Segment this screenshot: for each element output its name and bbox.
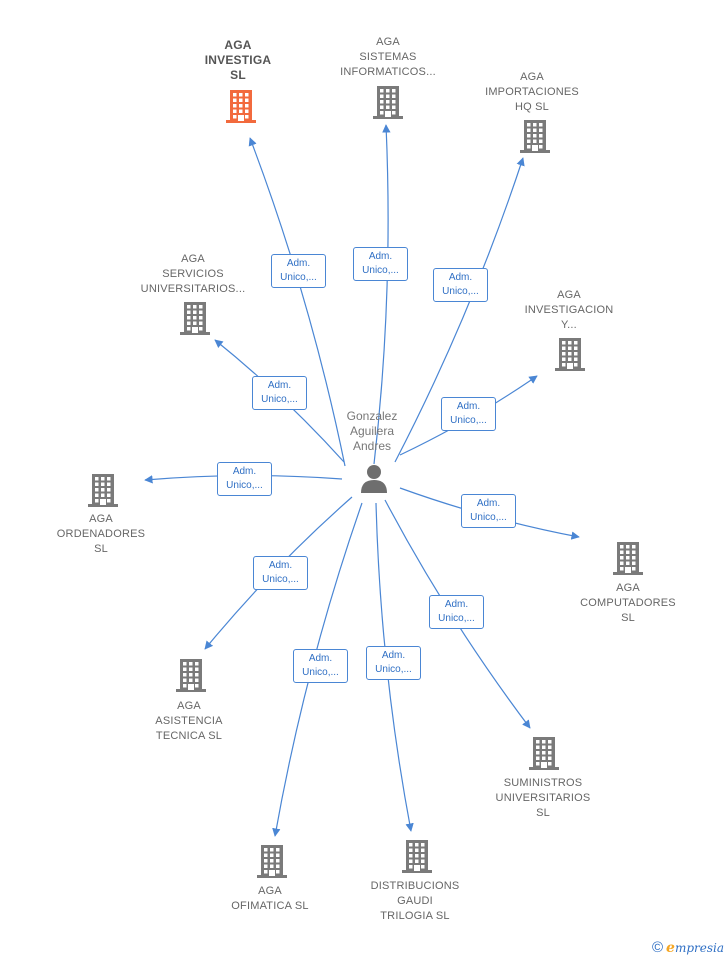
relation-label[interactable]: Adm.Unico,... — [433, 268, 488, 302]
building-icon[interactable] — [527, 735, 561, 771]
building-icon[interactable] — [371, 84, 405, 120]
footer-brand[interactable]: ©empresia — [651, 939, 724, 956]
relation-label[interactable]: Adm.Unico,... — [441, 397, 496, 431]
relation-label[interactable]: Adm.Unico,... — [429, 595, 484, 629]
relation-label[interactable]: Adm.Unico,... — [217, 462, 272, 496]
building-icon[interactable] — [611, 540, 645, 576]
relation-edge — [248, 137, 346, 467]
building-icon[interactable] — [224, 88, 258, 124]
person-icon[interactable] — [359, 463, 389, 493]
relation-label[interactable]: Adm.Unico,... — [293, 649, 348, 683]
building-icon[interactable] — [86, 472, 120, 508]
building-icon[interactable] — [255, 843, 289, 879]
relation-edge — [394, 157, 525, 463]
relation-label[interactable]: Adm.Unico,... — [366, 646, 421, 680]
relation-label[interactable]: Adm.Unico,... — [461, 494, 516, 528]
building-icon[interactable] — [553, 336, 587, 372]
building-icon[interactable] — [518, 118, 552, 154]
relation-label[interactable]: Adm.Unico,... — [253, 556, 308, 590]
relation-label[interactable]: Adm.Unico,... — [353, 247, 408, 281]
building-icon[interactable] — [174, 657, 208, 693]
relation-edge — [373, 124, 391, 465]
person-name[interactable]: Gonzalez Aguilera Andres — [346, 409, 398, 453]
relation-label[interactable]: Adm.Unico,... — [271, 254, 326, 288]
building-icon[interactable] — [400, 838, 434, 874]
copyright-icon: © — [651, 939, 664, 956]
relation-label[interactable]: Adm.Unico,... — [252, 376, 307, 410]
building-icon[interactable] — [178, 300, 212, 336]
